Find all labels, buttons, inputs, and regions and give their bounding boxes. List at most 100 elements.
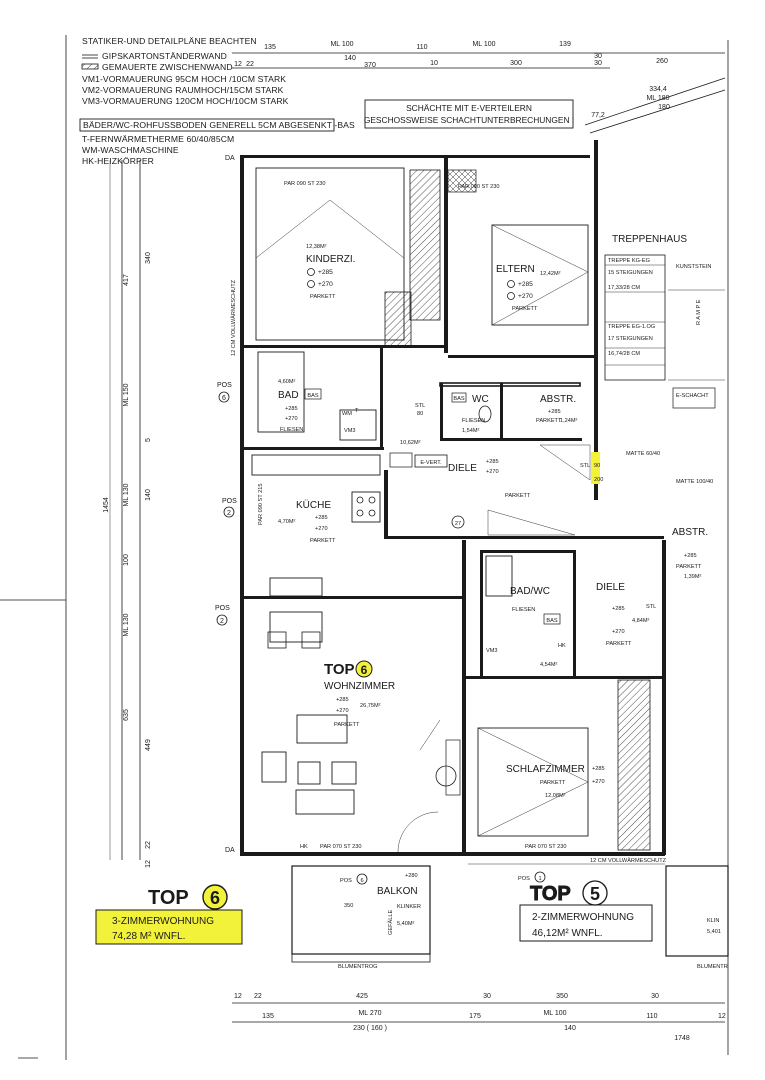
wohn-door-swing (397, 811, 439, 853)
abstr2-area: 1,39M² (684, 574, 702, 580)
legend-line-4: VM1-VORMAUERUNG 95CM HOCH /10CM STARK (82, 74, 286, 84)
badwc-shower (485, 555, 513, 597)
stair-outline (604, 254, 666, 381)
room-abstr-2: ABSTR. +285 PARKETT 1,39M² (672, 527, 708, 580)
dim-top-ml100a: ML 100 (330, 41, 353, 48)
diele-h2: +270 (486, 469, 499, 475)
walls (240, 140, 666, 856)
dimension-chain-bottom: 12 22 425 30 350 30 135 ML 270 175 ML 10… (232, 993, 726, 1042)
eltern-window-label: PAR 090 ST 230 (458, 184, 499, 190)
wall-badwc-top (480, 550, 575, 553)
bad-h1: +285 (285, 406, 298, 412)
balkon-floor: KLINKER (397, 904, 421, 910)
dim-top-77: 77,2 (591, 112, 605, 119)
dim-top-22: 22 (246, 61, 254, 68)
badwc-name: BAD/WC (510, 586, 550, 597)
stair-rampe: R A M P E (696, 299, 702, 325)
room-eltern: PAR 090 ST 230 ELTERN 12,42M² +285 +270 … (458, 184, 589, 326)
balkon-right-trog: BLUMENTR (697, 964, 728, 970)
bad-name: BAD (278, 390, 299, 401)
dim-left-417: 417 (123, 274, 130, 286)
balkon-pos: POS (340, 878, 352, 884)
kueche-name: KÜCHE (296, 499, 331, 511)
balkon-trog: BLUMENTROG (338, 964, 377, 970)
eltern-h1-symbol (507, 280, 515, 288)
dim-top-135: 135 (264, 44, 276, 51)
dim-top-139: 139 (559, 41, 571, 48)
badwc-hk: HK (558, 643, 566, 649)
top6-plan-label: TOP (324, 661, 355, 678)
balkon-trog-box (291, 953, 431, 963)
wall-kinder-bottom (244, 345, 444, 348)
wohn-name: WOHNZIMMER (324, 681, 395, 692)
bad-tag-box (304, 388, 322, 400)
bad-wm: WM (342, 411, 352, 417)
diele-area: 10,62M² (400, 440, 421, 446)
kueche-window-label: PAR 090 ST 215 (258, 484, 264, 525)
diele-pos: 27 (455, 521, 461, 527)
kinder-bed-outline (255, 167, 405, 341)
wc-name: WC (472, 394, 489, 405)
wohn-table (296, 714, 348, 744)
stl-num: 90 (594, 463, 600, 469)
diele-evert-box (414, 454, 448, 468)
abstr-name: ABSTR. (540, 394, 576, 405)
wall-badwc-right (573, 550, 576, 678)
wc-stl: STL (415, 403, 425, 409)
legend-line-6: VM3-VORMAUERUNG 120CM HOCH/10CM STARK (82, 96, 289, 106)
dim-bottom-ml100: ML 100 (543, 1010, 566, 1017)
notice-line-1: SCHÄCHTE MIT E-VERTEILERN (406, 103, 532, 113)
diele-floor: PARKETT (505, 493, 531, 499)
kueche-h2: +270 (315, 526, 328, 532)
diele-h1: +285 (486, 459, 499, 465)
wohn-window-label: PAR 070 ST 230 (320, 844, 361, 850)
vollwaerme-bottom: 12 CM VOLLWÄRMESCHUTZ (590, 857, 667, 864)
legend-line-5: VM2-VORMAUERUNG RAUMHOCH/15CM STARK (82, 85, 284, 95)
legend-line-10: HK-HEIZKÖRPER (82, 156, 154, 166)
kinder-window-label: PAR 090 ST 230 (284, 181, 325, 187)
eschacht-box (672, 387, 716, 409)
legend-line-7: BÄDER/WC-ROHFUSSBODEN GENERELL 5CM ABGES… (83, 120, 355, 130)
summary-top5-label: TOP (530, 883, 571, 905)
wall-eltern-bottom (448, 355, 594, 358)
dim-slant-line-2 (589, 89, 726, 134)
stair-eschacht: E-SCHACHT (676, 393, 709, 399)
stair-kunststein: KUNSTSTEIN (676, 264, 711, 270)
kueche-burner-4 (368, 509, 376, 517)
dim-top-ml100b: ML 100 (472, 41, 495, 48)
room-bad-wc: BAD/WC FLIESEN BAS 4,54M² HK VM3 (485, 555, 566, 668)
legend-line-9: WM-WASCHMASCHINE (82, 145, 179, 155)
balkon-300: 350 (344, 903, 353, 909)
summary-top6-circle (202, 884, 228, 910)
bad-floor: FLIESEN (280, 427, 303, 433)
dim-bottom-135: 135 (262, 1013, 274, 1020)
pos-num-3: 2 (220, 618, 224, 625)
wohn-area: 26,75M² (360, 703, 381, 709)
schlaf-area: 12,08M² (545, 793, 566, 799)
pos1-label: POS (518, 876, 530, 882)
wohn-line-1 (419, 719, 441, 751)
legend-line-3: GEMAUERTE ZWISCHENWAND (102, 62, 233, 72)
balkon-right-area: 5,401 (707, 929, 721, 935)
dim-bottom-175: 175 (469, 1013, 481, 1020)
abstr2-name: ABSTR. (672, 527, 708, 538)
wall-bad-right (380, 348, 383, 448)
dim-top-110: 110 (416, 44, 427, 51)
wall-kinder-eltern (444, 158, 448, 353)
wall-wc-abstr (500, 383, 503, 440)
badwc-tag: BAS (546, 618, 557, 624)
dim-bottom-140: 140 (564, 1025, 576, 1032)
kinder-name: KINDERZI. (306, 254, 355, 265)
legend-box-bad (79, 118, 335, 132)
dim-left-ml150: ML 150 (123, 383, 130, 406)
kinder-h1: +285 (318, 269, 333, 276)
summary-top5-area: 46,12M² WNFL. (532, 928, 603, 939)
dim-top-300: 300 (510, 60, 522, 67)
abstr-area: 1,24M² (560, 418, 578, 424)
dim-bottom-230: 230 ( 160 ) (353, 1025, 387, 1032)
bad-area: 4,60M² (278, 379, 296, 385)
diele-name: DIELE (448, 463, 477, 474)
summary-top6-num: 6 (210, 888, 220, 908)
room-wc: WC BAS FLIESEN 1,54M² STL 80 (415, 392, 492, 434)
dim-left-12: 12 (145, 860, 152, 868)
